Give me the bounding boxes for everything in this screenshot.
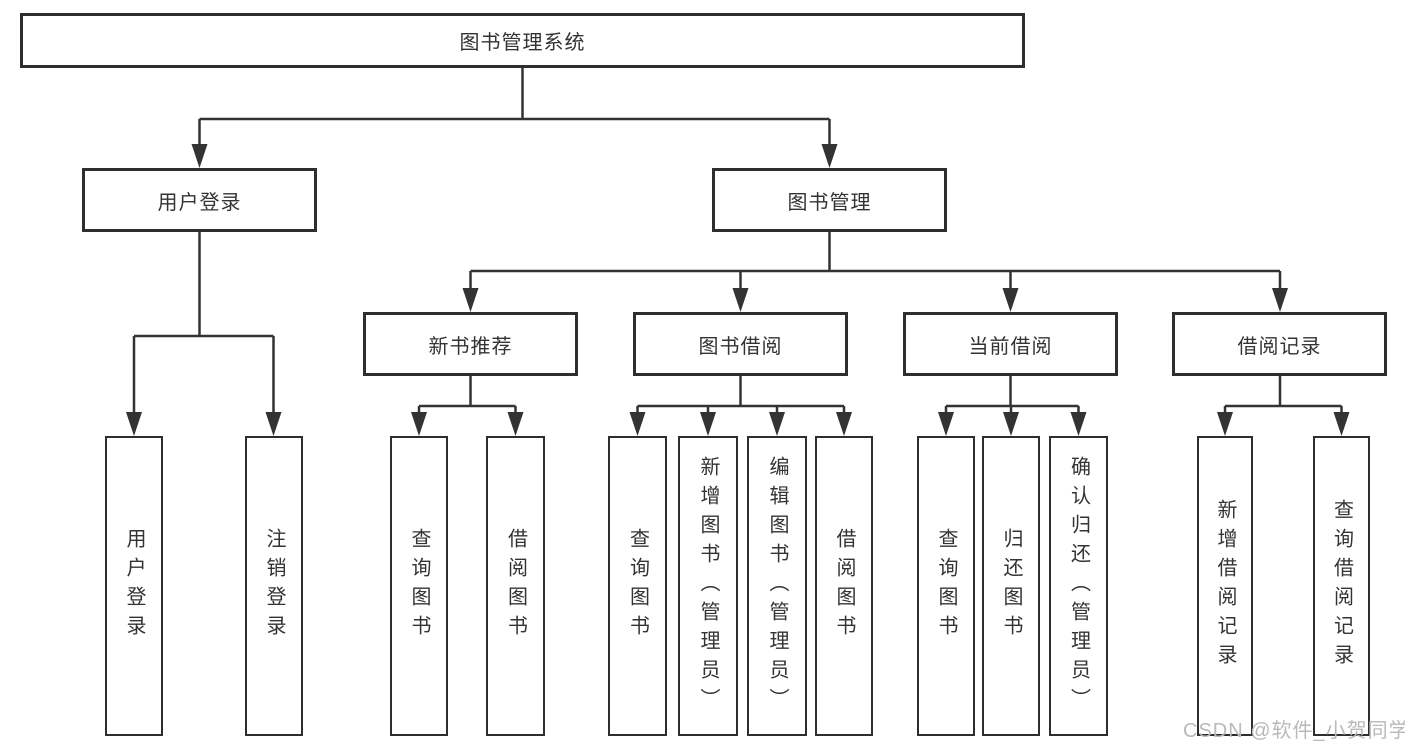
connector-path [132, 68, 1343, 413]
node-user-login: 用户登录 [82, 168, 317, 232]
node-borrow-records: 借阅记录 [1172, 312, 1387, 376]
leaf-cb-query-books: 查询图书 [917, 436, 975, 736]
arrowheads [126, 144, 1350, 436]
node-label: 确认归还（管理员） [1067, 455, 1090, 717]
node-book-borrowing: 图书借阅 [633, 312, 848, 376]
leaf-cb-return-books: 归还图书 [982, 436, 1040, 736]
leaf-cb-confirm-return-admin: 确认归还（管理员） [1049, 436, 1108, 736]
node-label: 借阅记录 [1237, 335, 1322, 358]
node-label: 图书借阅 [698, 335, 783, 358]
leaf-br-query-record: 查询借阅记录 [1313, 436, 1370, 736]
leaf-bb-query-books: 查询图书 [608, 436, 667, 736]
node-label: 用户登录 [157, 191, 242, 214]
leaf-bb-add-books-admin: 新增图书（管理员） [678, 436, 738, 736]
node-label: 编辑图书（管理员） [766, 455, 788, 717]
csdn-watermark: CSDN @软件_小贺同学 [1183, 720, 1405, 742]
node-label: 注销登录 [263, 528, 285, 644]
node-book-management: 图书管理 [712, 168, 947, 232]
node-new-book-recommend: 新书推荐 [363, 312, 578, 376]
node-label: 当前借阅 [968, 335, 1053, 358]
node-label: 新书推荐 [428, 335, 513, 358]
leaf-bb-borrow-books: 借阅图书 [815, 436, 873, 736]
node-label: 用户登录 [123, 528, 145, 644]
node-label: 查询借阅记录 [1330, 499, 1353, 673]
leaf-user-login: 用户登录 [105, 436, 163, 736]
node-label: 查询图书 [935, 528, 957, 644]
node-library-system: 图书管理系统 [20, 13, 1025, 68]
node-label: 查询图书 [408, 528, 430, 644]
leaf-logout: 注销登录 [245, 436, 303, 736]
node-label: 借阅图书 [833, 528, 855, 644]
node-label: 新增图书（管理员） [697, 455, 719, 717]
node-current-borrowing: 当前借阅 [903, 312, 1118, 376]
node-label: 查询图书 [626, 528, 649, 644]
leaf-br-add-record: 新增借阅记录 [1197, 436, 1253, 736]
node-label: 图书管理 [787, 191, 872, 214]
node-label: 归还图书 [1000, 528, 1022, 644]
leaf-bb-edit-books-admin: 编辑图书（管理员） [747, 436, 807, 736]
node-label: 借阅图书 [504, 528, 527, 644]
leaf-nbr-query-books: 查询图书 [390, 436, 448, 736]
node-label: 图书管理系统 [459, 32, 586, 54]
leaf-nbr-borrow-books: 借阅图书 [486, 436, 545, 736]
node-label: 新增借阅记录 [1214, 499, 1236, 673]
